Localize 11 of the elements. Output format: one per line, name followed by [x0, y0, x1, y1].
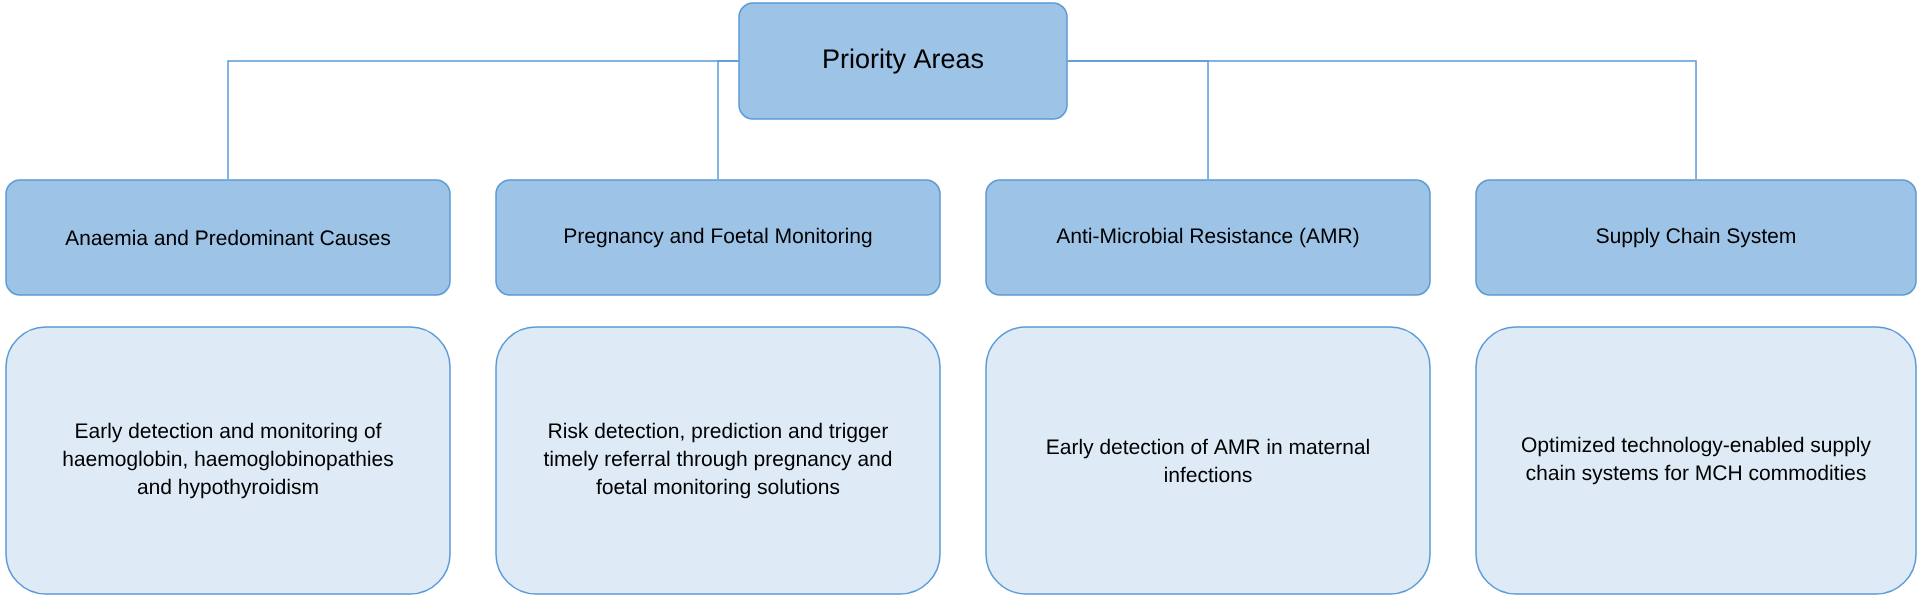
description-box: Early detection and monitoring of haemoglobin, haemoglobinopathies and hypothyroidism: [5, 326, 451, 595]
description-box: Early detection of AMR in maternal infections: [985, 326, 1431, 595]
description-box: Risk detection, prediction and trigger timely referral through pregnancy and foetal monitoring solutions: [495, 326, 941, 595]
connector-line: [717, 60, 739, 180]
connector-line: [1067, 60, 1697, 180]
header-box: Priority Areas: [738, 2, 1068, 120]
category-box: Pregnancy and Foetal Monitoring: [495, 179, 941, 296]
category-box: Supply Chain System: [1475, 179, 1917, 296]
description-box: Optimized technology-enabled supply chain systems for MCH commodities: [1475, 326, 1917, 595]
category-box: Anti-Microbial Resistance (AMR): [985, 179, 1431, 296]
category-box: Anaemia and Predominant Causes: [5, 179, 451, 296]
